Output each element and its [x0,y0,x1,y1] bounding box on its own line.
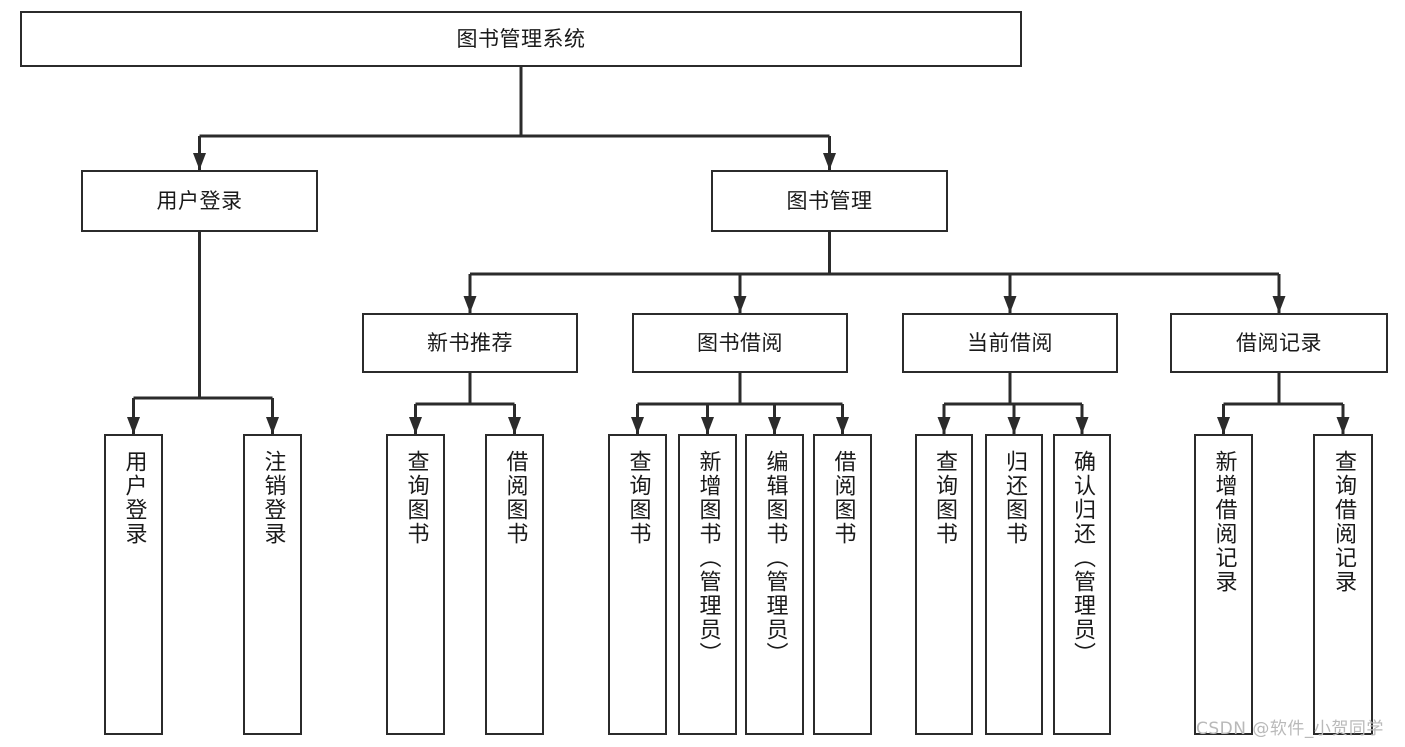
node-leaf-recommend-borrow-book[interactable]: 借阅图书 [485,434,544,735]
node-leaf-borrow-book[interactable]: 借阅图书 [813,434,872,735]
node-leaf-add-book-admin-label: 新增图书（管理员） [695,450,721,666]
node-current-borrow[interactable]: 当前借阅 [902,313,1118,373]
watermark: CSDN @软件_小贺同学 [1196,719,1384,739]
node-leaf-edit-book-admin-label: 编辑图书（管理员） [762,450,788,666]
node-book-borrow[interactable]: 图书借阅 [632,313,848,373]
node-borrow-record-label: 借阅记录 [1236,330,1322,355]
node-root[interactable]: 图书管理系统 [20,11,1022,67]
node-leaf-query-borrow-record-label: 查询借阅记录 [1331,450,1356,594]
node-leaf-return-book[interactable]: 归还图书 [985,434,1043,735]
node-user-login[interactable]: 用户登录 [81,170,318,232]
node-leaf-add-book-admin[interactable]: 新增图书（管理员） [678,434,737,735]
node-new-book-recommend[interactable]: 新书推荐 [362,313,578,373]
node-leaf-borrow-query-book[interactable]: 查询图书 [608,434,667,735]
node-leaf-recommend-query-book[interactable]: 查询图书 [386,434,445,735]
node-leaf-add-borrow-record-label: 新增借阅记录 [1211,450,1237,594]
node-user-login-label: 用户登录 [156,188,243,213]
node-leaf-current-query-book-label: 查询图书 [932,450,957,546]
node-book-management[interactable]: 图书管理 [711,170,948,232]
node-root-label: 图书管理系统 [456,26,586,51]
node-leaf-recommend-borrow-book-label: 借阅图书 [502,450,528,546]
node-book-borrow-label: 图书借阅 [697,330,783,355]
node-new-book-recommend-label: 新书推荐 [427,330,513,355]
node-leaf-add-borrow-record[interactable]: 新增借阅记录 [1194,434,1253,735]
node-current-borrow-label: 当前借阅 [967,330,1053,355]
node-leaf-user-login-label: 用户登录 [121,450,147,546]
node-leaf-recommend-query-book-label: 查询图书 [403,450,429,546]
node-borrow-record[interactable]: 借阅记录 [1170,313,1388,373]
node-leaf-query-borrow-record[interactable]: 查询借阅记录 [1313,434,1373,735]
node-leaf-logout[interactable]: 注销登录 [243,434,302,735]
node-book-management-label: 图书管理 [786,188,873,213]
node-leaf-borrow-book-label: 借阅图书 [830,450,856,546]
node-leaf-logout-label: 注销登录 [260,450,286,546]
node-leaf-borrow-query-book-label: 查询图书 [625,450,651,546]
node-leaf-user-login[interactable]: 用户登录 [104,434,163,735]
node-leaf-current-query-book[interactable]: 查询图书 [915,434,973,735]
node-leaf-confirm-return-admin-label: 确认归还（管理员） [1070,450,1095,666]
node-leaf-confirm-return-admin[interactable]: 确认归还（管理员） [1053,434,1111,735]
node-leaf-return-book-label: 归还图书 [1002,450,1027,546]
node-leaf-edit-book-admin[interactable]: 编辑图书（管理员） [745,434,804,735]
